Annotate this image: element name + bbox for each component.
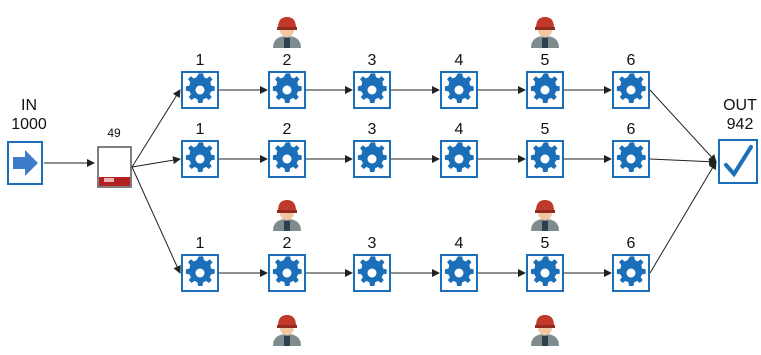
gear-icon (444, 256, 474, 286)
output-count: 942 (726, 116, 754, 133)
station-number: 4 (454, 52, 464, 69)
station-number: 6 (626, 52, 636, 69)
workers (273, 17, 559, 346)
station-number: 1 (195, 52, 205, 69)
gear-icon (616, 142, 646, 172)
station-number: 5 (540, 235, 550, 252)
station-number: 6 (626, 121, 636, 138)
station-box (268, 71, 306, 109)
station-box (612, 254, 650, 292)
output-node (718, 139, 758, 184)
station-number: 3 (367, 121, 377, 138)
arrow-line-3-to-output (649, 161, 717, 274)
input-label-group: IN 1000 (0, 96, 59, 134)
buffer-count: 49 (107, 126, 121, 140)
station-box (440, 254, 478, 292)
station-box (268, 254, 306, 292)
gear-icon (444, 142, 474, 172)
checkmark-icon (724, 145, 753, 178)
input-node (7, 141, 43, 185)
station-box (440, 140, 478, 178)
station-number: 3 (367, 235, 377, 252)
connectors (44, 86, 717, 277)
gear-icon (185, 256, 215, 286)
arrow-right-icon (13, 150, 38, 176)
station-box (526, 71, 564, 109)
station-box (181, 71, 219, 109)
worker-icon (273, 315, 301, 346)
worker-icon (531, 200, 559, 231)
worker-icon (531, 17, 559, 48)
station-number: 5 (540, 121, 550, 138)
station-box (268, 140, 306, 178)
gear-icon (357, 73, 387, 103)
buffer-gauge-icon (99, 177, 130, 186)
station-box (353, 254, 391, 292)
gear-icon (616, 73, 646, 103)
gear-icon (530, 73, 560, 103)
station-box (440, 71, 478, 109)
station-box (526, 254, 564, 292)
station-number: 4 (454, 121, 464, 138)
gear-icon (272, 73, 302, 103)
station-number: 2 (282, 52, 292, 69)
station-box (526, 140, 564, 178)
station-box (353, 140, 391, 178)
gear-icon (272, 142, 302, 172)
gear-icon (185, 142, 215, 172)
gear-icon (444, 73, 474, 103)
worker-icon (531, 315, 559, 346)
station-box (612, 140, 650, 178)
gear-icon (185, 73, 215, 103)
input-count: 1000 (11, 116, 47, 133)
station-number: 1 (195, 235, 205, 252)
output-label-group: OUT 942 (710, 96, 761, 134)
station-box (353, 71, 391, 109)
arrow-buffer-to-line-3 (131, 166, 181, 274)
station-number: 2 (282, 235, 292, 252)
station-number: 4 (454, 235, 464, 252)
worker-icon (273, 200, 301, 231)
station-number: 2 (282, 121, 292, 138)
worker-icon (273, 17, 301, 48)
station-box (181, 140, 219, 178)
station-number: 6 (626, 235, 636, 252)
gear-icon (530, 256, 560, 286)
arrow-line-1-to-output (649, 89, 717, 163)
station-box (181, 254, 219, 292)
gear-icon (530, 142, 560, 172)
arrow-line-2-to-output (649, 157, 717, 166)
arrow-buffer-to-line-2 (131, 156, 181, 168)
station-number: 1 (195, 121, 205, 138)
input-label: IN (21, 97, 37, 114)
gear-icon (272, 256, 302, 286)
gear-icon (357, 142, 387, 172)
station-box (612, 71, 650, 109)
gear-icon (616, 256, 646, 286)
output-label: OUT (723, 97, 757, 114)
stations (181, 71, 650, 292)
station-number: 3 (367, 52, 377, 69)
station-number: 5 (540, 52, 550, 69)
arrow-buffer-to-line-1 (131, 89, 181, 168)
buffer-node (97, 146, 132, 188)
gear-icon (357, 256, 387, 286)
